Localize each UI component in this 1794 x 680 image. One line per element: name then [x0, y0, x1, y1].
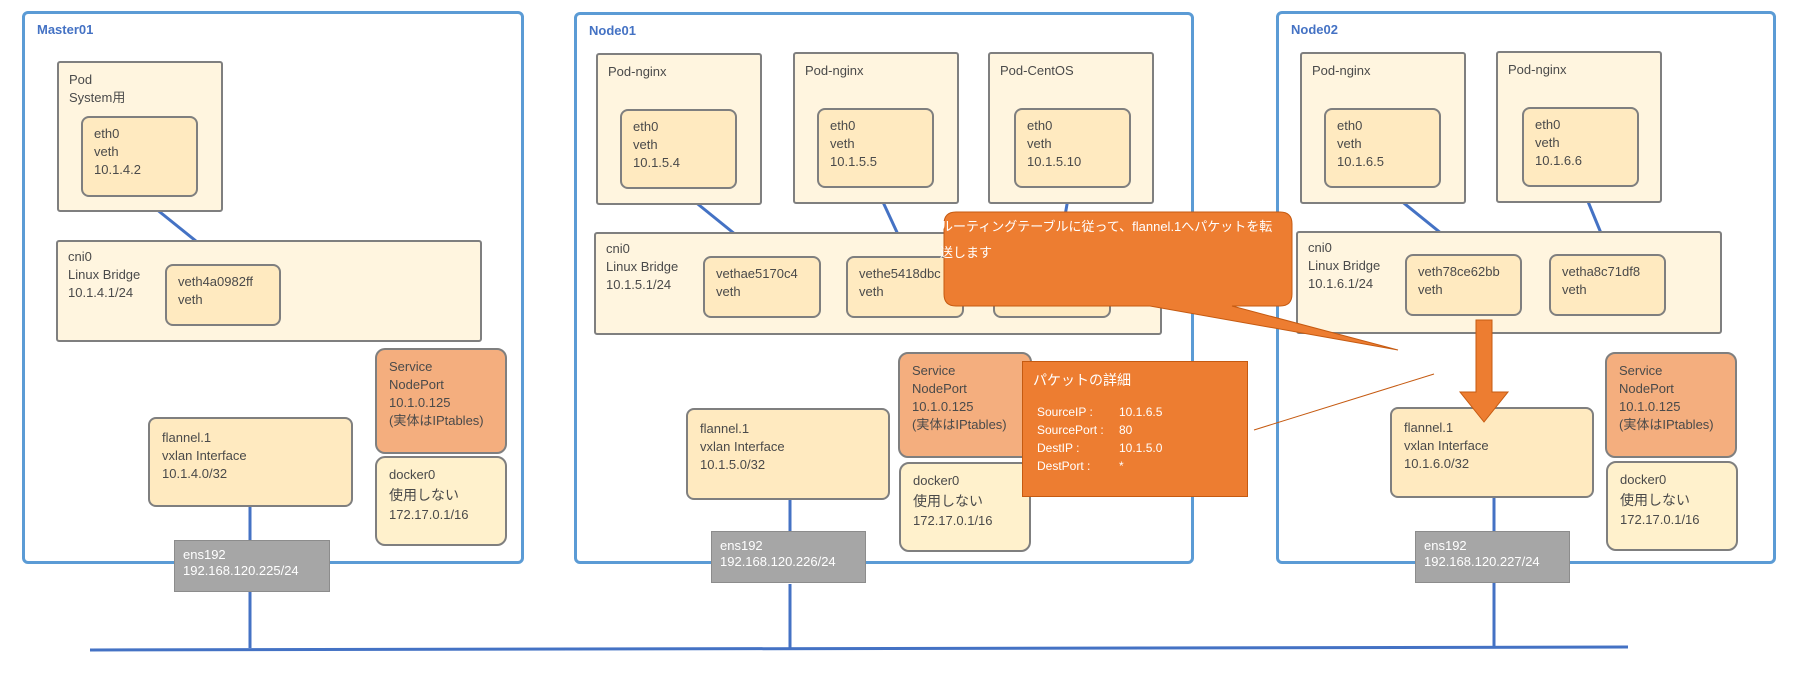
pod-eth0: eth0 veth 10.1.6.5 — [1324, 108, 1441, 188]
veth-interface: vetha8c71df8 veth — [1549, 254, 1666, 316]
pod-system: Pod System用 eth0 veth 10.1.4.2 — [57, 61, 223, 212]
pod-nginx-1: Pod-nginx eth0 veth 10.1.6.5 — [1300, 52, 1466, 204]
detail-value: 80 — [1119, 423, 1133, 437]
callout-text: ルーティングテーブルに従って、flannel.1へパケットを転送します — [940, 219, 1273, 260]
pod-eth0: eth0 veth 10.1.6.6 — [1522, 107, 1639, 187]
detail-value: 10.1.6.5 — [1119, 405, 1163, 419]
pod-eth0: eth0 veth 10.1.4.2 — [81, 116, 198, 197]
flannel-interface: flannel.1 vxlan Interface 10.1.5.0/32 — [686, 408, 890, 500]
pod-eth0: eth0 veth 10.1.5.5 — [817, 108, 934, 188]
cni0-bridge: cni0 Linux Bridge 10.1.4.1/24 veth4a0982… — [56, 240, 482, 342]
docker0-interface: docker0 使用しない 172.17.0.1/16 — [375, 456, 507, 546]
service-nodeport: Service NodePort 10.1.0.125 (実体はIPtables… — [1605, 352, 1737, 458]
node-title: Master01 — [37, 22, 94, 37]
ens192-interface: ens192 192.168.120.226/24 — [711, 531, 866, 583]
detail-value: 10.1.5.0 — [1119, 441, 1163, 455]
node-title: Node02 — [1291, 22, 1338, 37]
ens192-interface: ens192 192.168.120.227/24 — [1415, 531, 1570, 583]
packet-detail-title: パケットの詳細 — [1033, 372, 1131, 388]
lan-bus — [89, 645, 1629, 652]
cni0-bridge: cni0 Linux Bridge 10.1.6.1/24 veth78ce62… — [1296, 231, 1722, 334]
service-nodeport: Service NodePort 10.1.0.125 (実体はIPtables… — [375, 348, 507, 454]
bridge-label: cni0 Linux Bridge 10.1.4.1/24 — [68, 249, 141, 300]
pod-nginx-2: Pod-nginx eth0 veth 10.1.6.6 — [1496, 51, 1662, 203]
detail-pointer-line — [1253, 373, 1435, 431]
veth-interface: vethae5170c4 veth — [703, 256, 821, 318]
node-title: Node01 — [589, 23, 636, 38]
detail-key: SourcePort : — [1037, 423, 1104, 437]
detail-key: DestIP : — [1037, 441, 1080, 455]
packet-detail-box: パケットの詳細 SourceIP : 10.1.6.5 SourcePort :… — [1022, 361, 1248, 497]
service-nodeport: Service NodePort 10.1.0.125 (実体はIPtables… — [898, 352, 1032, 458]
detail-key: SourceIP : — [1037, 405, 1093, 419]
pod-centos: Pod-CentOS eth0 veth 10.1.5.10 — [988, 52, 1154, 204]
flannel-interface: flannel.1 vxlan Interface 10.1.4.0/32 — [148, 417, 353, 507]
pod-nginx-1: Pod-nginx eth0 veth 10.1.5.4 — [596, 53, 762, 205]
docker0-interface: docker0 使用しない 172.17.0.1/16 — [899, 462, 1031, 552]
detail-key: DestPort : — [1037, 459, 1091, 473]
pod-eth0: eth0 veth 10.1.5.4 — [620, 109, 737, 189]
pod-label: Pod System用 — [69, 72, 126, 105]
veth-interface: veth78ce62bb veth — [1405, 254, 1522, 316]
bridge-label: cni0 Linux Bridge 10.1.5.1/24 — [606, 241, 679, 292]
callout-bubble-shape — [943, 211, 1399, 351]
pod-eth0: eth0 veth 10.1.5.10 — [1014, 108, 1131, 188]
bridge-label: cni0 Linux Bridge 10.1.6.1/24 — [1308, 240, 1381, 291]
down-arrow-icon — [1458, 319, 1510, 423]
pod-nginx-2: Pod-nginx eth0 veth 10.1.5.5 — [793, 52, 959, 204]
veth-interface: veth4a0982ff veth — [165, 264, 281, 326]
flannel-interface: flannel.1 vxlan Interface 10.1.6.0/32 — [1390, 407, 1594, 498]
detail-value: * — [1119, 459, 1124, 473]
ens192-interface: ens192 192.168.120.225/24 — [174, 540, 330, 592]
docker0-interface: docker0 使用しない 172.17.0.1/16 — [1606, 461, 1738, 551]
